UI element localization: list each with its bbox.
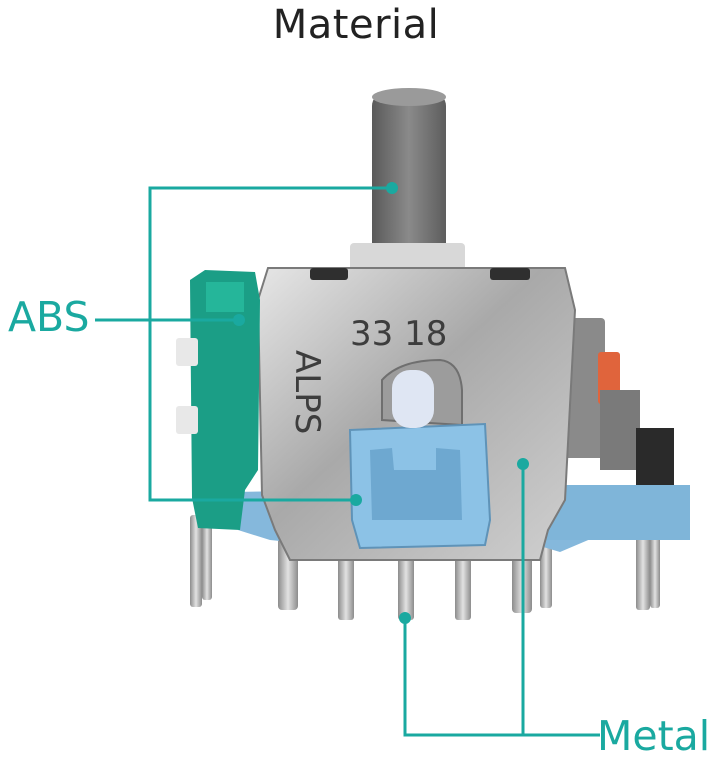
abs-bracket-line — [148, 186, 390, 502]
part-code-marking: 33 18 — [350, 314, 447, 354]
metal-label: Metal — [597, 712, 711, 760]
metal-pin-callout-line — [403, 620, 600, 737]
brand-marking: ALPS — [287, 350, 327, 434]
image-title: Material — [272, 2, 440, 48]
analog-stick — [350, 88, 465, 273]
blue-slider — [348, 370, 492, 550]
callout-lines — [95, 186, 600, 737]
green-housing — [176, 270, 260, 530]
right-potentiometer — [560, 318, 674, 486]
callout-dots — [233, 182, 529, 624]
abs-label: ABS — [8, 293, 90, 341]
